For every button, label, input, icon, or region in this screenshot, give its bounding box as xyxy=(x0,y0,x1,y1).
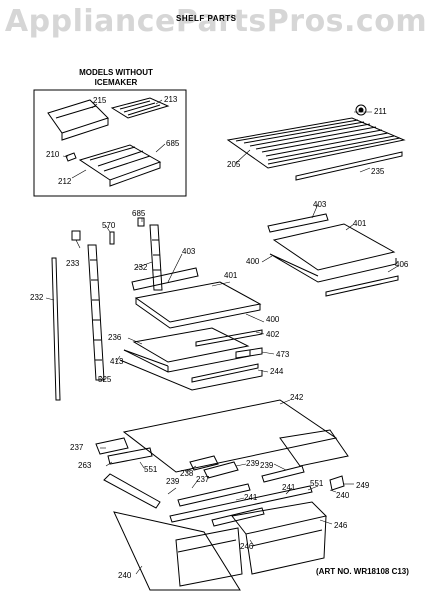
label-401-right: 401 xyxy=(353,219,367,228)
clip-249 xyxy=(329,475,345,491)
label-263: 263 xyxy=(78,461,92,470)
label-403-left: 403 xyxy=(182,247,196,256)
support-238 xyxy=(189,455,219,471)
label-240-right: 240 xyxy=(336,491,350,500)
label-551-right: 551 xyxy=(310,479,324,488)
label-400-left: 400 xyxy=(266,315,280,324)
inset-tray-213 xyxy=(110,97,170,119)
label-237-left: 237 xyxy=(70,443,84,452)
label-233: 233 xyxy=(66,259,80,268)
label-413: 413 xyxy=(110,357,124,366)
shelf-frame-400-right xyxy=(269,253,397,283)
ladder-rail-570 xyxy=(87,244,105,381)
shelf-rail-235 xyxy=(295,151,403,181)
label-551-left: 551 xyxy=(144,465,158,474)
label-232-ladder: 232 xyxy=(134,263,148,272)
label-205: 205 xyxy=(227,160,241,169)
trim-403-right xyxy=(267,213,329,233)
label-244: 244 xyxy=(270,367,284,376)
shelf-rail-402 xyxy=(195,329,263,347)
track-237 xyxy=(177,483,251,507)
bracket-211 xyxy=(355,104,367,116)
side-rail-left xyxy=(103,473,161,509)
label-213: 213 xyxy=(164,95,178,104)
shelf-frame-400-left xyxy=(135,298,261,329)
label-232-rail: 232 xyxy=(30,293,44,302)
glass-shelf-401-right xyxy=(272,223,396,271)
frame-263 xyxy=(107,447,153,465)
label-246-right: 246 xyxy=(334,521,348,530)
screw-685 xyxy=(137,217,145,227)
drawer-246 xyxy=(231,501,327,575)
label-211: 211 xyxy=(374,107,387,116)
ladder-rail-232 xyxy=(149,224,163,291)
label-239-mid: 239 xyxy=(246,459,260,468)
watermark: AppliancePartsPros.com xyxy=(4,4,428,39)
drawer-240-left xyxy=(113,511,243,591)
label-239-left: 239 xyxy=(166,477,180,486)
label-401-left: 401 xyxy=(224,271,238,280)
crossbar-241 xyxy=(169,485,313,523)
handle-241 xyxy=(211,507,265,527)
label-685-screw: 685 xyxy=(132,209,146,218)
wire-shelf-205 xyxy=(226,117,406,169)
label-473: 473 xyxy=(276,350,290,359)
label-239-right: 239 xyxy=(260,461,274,470)
screw-570 xyxy=(109,231,115,245)
clip-233 xyxy=(71,230,81,241)
diagram-title: SHELF PARTS xyxy=(176,14,237,23)
label-406: 406 xyxy=(395,260,409,269)
label-215: 215 xyxy=(93,96,107,105)
inset-shelf-685 xyxy=(78,144,162,187)
inset-bin-215 xyxy=(47,99,109,141)
label-570: 570 xyxy=(102,221,116,230)
trim-403-left xyxy=(131,267,199,291)
label-242: 242 xyxy=(290,393,304,402)
art-number: (ART NO. WR18108 C13) xyxy=(316,567,409,576)
slide-473 xyxy=(235,347,263,359)
glass-shelf-242 xyxy=(122,399,338,473)
inset-leaders xyxy=(62,99,166,179)
inset-header-line1: MODELS WITHOUT xyxy=(79,68,153,77)
drawer-frame-244 xyxy=(119,359,263,391)
label-238: 238 xyxy=(180,469,194,478)
frame-right xyxy=(279,429,349,467)
inset-box xyxy=(33,89,187,197)
label-246-drawer: 246 xyxy=(240,542,254,551)
cover-237-left xyxy=(95,437,129,455)
label-241-handle: 241 xyxy=(282,483,296,492)
label-237-track: 237 xyxy=(196,475,210,484)
label-525: 525 xyxy=(98,375,112,384)
crisper-cover-236 xyxy=(123,327,251,373)
label-400-right: 400 xyxy=(246,257,260,266)
inset-clip-210 xyxy=(65,152,77,162)
rail-232-left xyxy=(51,257,61,401)
label-249: 249 xyxy=(356,481,370,490)
label-210: 210 xyxy=(46,150,60,159)
inset-header-line2: ICEMAKER xyxy=(94,78,138,87)
label-403-right: 403 xyxy=(313,200,327,209)
label-240-drawer: 240 xyxy=(118,571,132,580)
glass-shelf-401-left xyxy=(134,281,262,323)
label-236: 236 xyxy=(108,333,122,342)
label-402: 402 xyxy=(266,330,280,339)
label-212: 212 xyxy=(58,177,72,186)
label-235: 235 xyxy=(371,167,385,176)
support-239-right xyxy=(261,465,305,483)
leader-lines xyxy=(45,111,399,575)
label-685: 685 xyxy=(166,139,180,148)
support-239 xyxy=(203,461,239,479)
label-241-crossbar: 241 xyxy=(244,493,258,502)
shelf-rail-406 xyxy=(325,275,399,297)
